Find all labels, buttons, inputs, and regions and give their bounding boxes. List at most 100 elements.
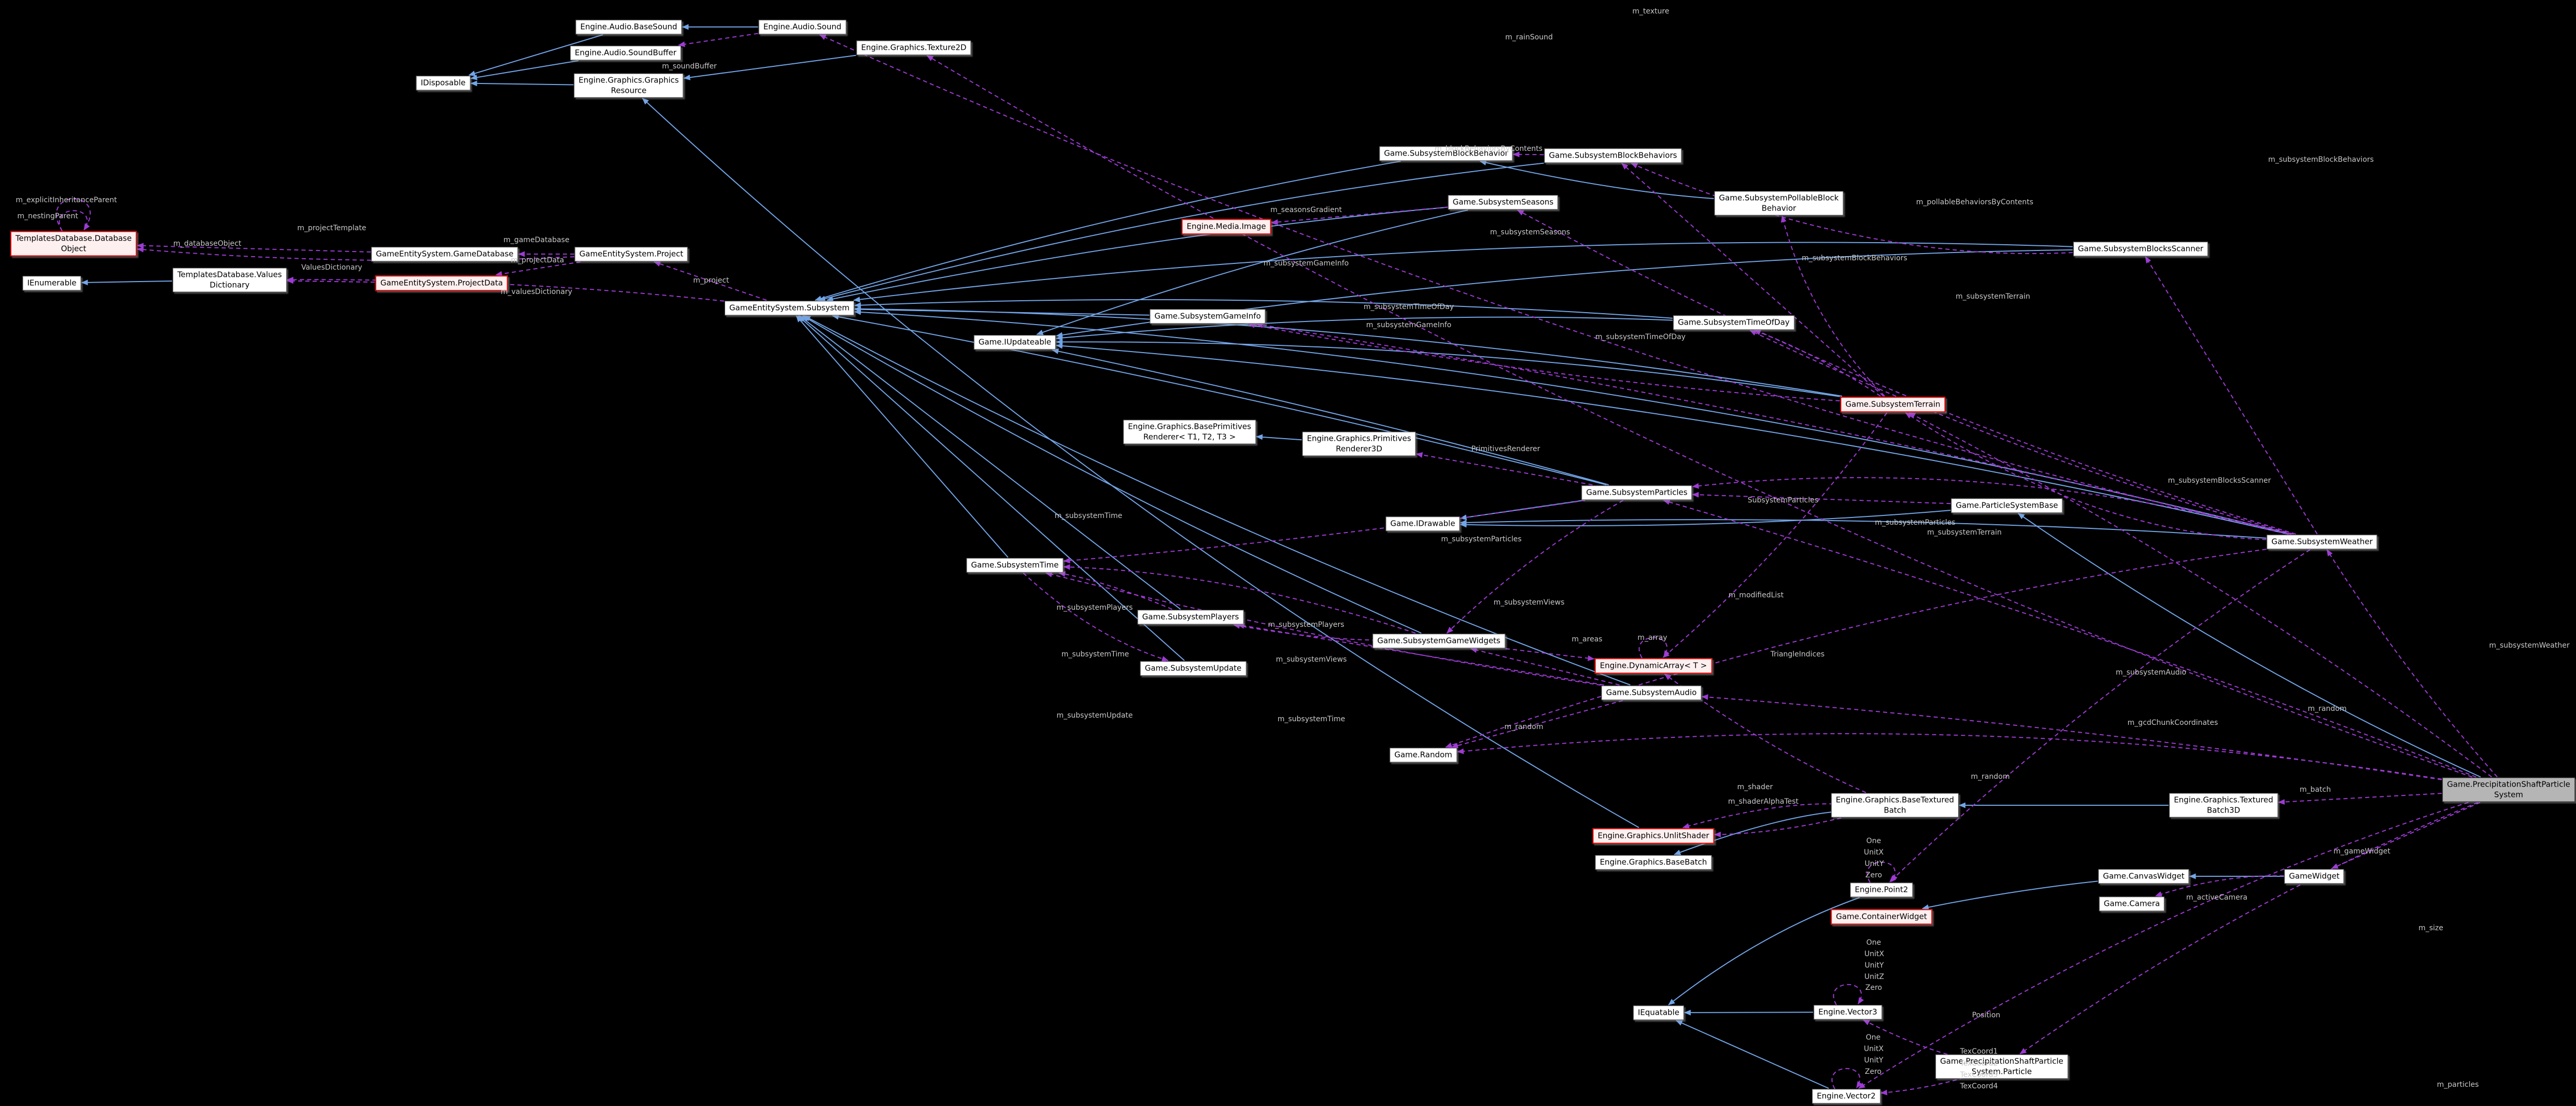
node-graphics-resource[interactable]: Engine.Graphics.Graphics Resource (574, 73, 684, 98)
inherit-edge (1056, 316, 1673, 341)
use-edge (59, 210, 90, 231)
inherit-edge (468, 34, 603, 76)
use-edge (1271, 206, 1448, 225)
use-edge (1889, 549, 2311, 883)
node-media-image[interactable]: Engine.Media.Image (1181, 219, 1271, 234)
inherit-edge (1684, 1010, 1814, 1016)
node-base-sound[interactable]: Engine.Audio.BaseSound (575, 20, 682, 34)
inherit-edge (81, 279, 173, 286)
node-sound[interactable]: Engine.Audio.Sound (758, 20, 846, 34)
node-weather[interactable]: Game.SubsystemWeather (2267, 535, 2377, 549)
use-edge (2145, 256, 2318, 535)
use-edge (1255, 322, 2291, 535)
node-vector3[interactable]: Engine.Vector3 (1814, 1005, 1882, 1019)
node-particles[interactable]: Game.SubsystemParticles (1581, 485, 1692, 500)
node-disposable[interactable]: IDisposable (416, 76, 471, 90)
node-game-database[interactable]: GameEntitySystem.GameDatabase (371, 247, 518, 261)
node-base-prim[interactable]: Engine.Graphics.BasePrimitives Renderer<… (1123, 419, 1256, 444)
use-edge (2278, 793, 2442, 805)
node-terrain[interactable]: Game.SubsystemTerrain (1840, 397, 1946, 412)
node-game-widgets[interactable]: Game.SubsystemGameWidgets (1372, 634, 1505, 648)
node-iequatable[interactable]: IEquatable (1633, 1005, 1685, 1020)
use-edge (495, 261, 581, 277)
inherit-edge (802, 315, 1422, 634)
use-edge (1749, 330, 2294, 535)
inherit-edge (1460, 510, 1951, 528)
node-blocks-scanner[interactable]: Game.SubsystemBlocksScanner (2073, 242, 2208, 256)
inherit-edge (1256, 434, 1302, 441)
inherit-edge (1052, 348, 1609, 485)
node-point2[interactable]: Engine.Point2 (1850, 883, 1913, 897)
inherit-edge (854, 299, 1673, 319)
use-edge (1416, 452, 1593, 485)
node-values-dictionary[interactable]: TemplatesDatabase.Values Dictionary (173, 268, 287, 292)
node-btb[interactable]: Engine.Graphics.BaseTextured Batch (1831, 793, 1959, 818)
use-edge (1831, 1068, 1863, 1089)
node-idrawable[interactable]: Game.IDrawable (1385, 516, 1460, 531)
inherit-edge (832, 314, 1607, 485)
use-edge (1880, 1077, 1964, 1096)
node-container-widget[interactable]: Game.ContainerWidget (1831, 909, 1932, 925)
node-time-of-day[interactable]: Game.SubsystemTimeOfDay (1673, 315, 1794, 330)
node-subsystem[interactable]: GameEntitySystem.Subsystem (725, 301, 854, 315)
node-psb[interactable]: Game.ParticleSystemBase (1951, 498, 2063, 513)
node-prim3d[interactable]: Engine.Graphics.Primitives Renderer3D (1302, 431, 1416, 456)
inherit-edge (470, 80, 574, 87)
use-edge (1470, 647, 1620, 685)
node-players[interactable]: Game.SubsystemPlayers (1137, 610, 1244, 624)
use-edge (1063, 564, 1416, 634)
node-random[interactable]: Game.Random (1390, 748, 1457, 762)
use-edge (1866, 861, 1898, 883)
node-game-widget[interactable]: GameWidget (2284, 869, 2344, 884)
node-base-batch[interactable]: Engine.Graphics.BaseBatch (1595, 855, 1712, 870)
node-time[interactable]: Game.SubsystemTime (966, 558, 1064, 572)
use-edge (1908, 412, 2492, 778)
inherit-edge (1674, 811, 1833, 855)
node-update[interactable]: Game.SubsystemUpdate (1140, 661, 1247, 676)
node-sound-buffer[interactable]: Engine.Audio.SoundBuffer (570, 46, 682, 60)
inherit-edge (1056, 339, 1840, 397)
node-camera[interactable]: Game.Camera (2099, 897, 2165, 911)
inherit-edge (854, 309, 2291, 535)
inherit-edge (1460, 519, 2267, 539)
inherit-edge (1675, 1020, 1829, 1089)
node-dynamic-array[interactable]: Engine.DynamicArray< T > (1594, 658, 1712, 674)
use-edge (1451, 700, 1623, 749)
node-vector2[interactable]: Engine.Vector2 (1812, 1089, 1880, 1103)
use-edge (1682, 803, 1834, 829)
use-edge (1023, 572, 1169, 662)
node-unlit[interactable]: Engine.Graphics.UnlitShader (1592, 828, 1715, 844)
use-edge (2019, 802, 2479, 1055)
node-iupdateable[interactable]: Game.IUpdateable (973, 335, 1056, 349)
node-project[interactable]: GameEntitySystem.Project (574, 247, 688, 261)
use-edge (1692, 477, 2292, 535)
node-game-info[interactable]: Game.SubsystemGameInfo (1150, 309, 1266, 324)
node-particle[interactable]: Game.PrecipitationShaftParticle System.P… (1935, 1054, 2068, 1079)
use-edge (1862, 1019, 1962, 1059)
use-edge (137, 243, 371, 253)
use-edge (1621, 163, 1884, 397)
node-project-data[interactable]: GameEntitySystem.ProjectData (375, 275, 508, 291)
node-canvas-widget[interactable]: Game.CanvasWidget (2098, 869, 2189, 884)
node-block-behaviors[interactable]: Game.SubsystemBlockBehaviors (1544, 148, 1682, 163)
node-pollable[interactable]: Game.SubsystemPollableBlock Behavior (1714, 191, 1844, 216)
node-seasons[interactable]: Game.SubsystemSeasons (1448, 195, 1559, 209)
use-edge (1631, 163, 2073, 255)
inherit-edge (854, 306, 1843, 397)
use-edge (1638, 637, 1670, 659)
use-edge (2326, 549, 2498, 778)
inherit-edge (683, 54, 856, 80)
node-database-object[interactable]: TemplatesDatabase.Database Object (10, 231, 137, 257)
node-block-behavior[interactable]: Game.SubsystemBlockBehavior (1379, 146, 1513, 161)
node-ienumerable[interactable]: IEnumerable (22, 276, 81, 290)
node-tb3d[interactable]: Engine.Graphics.Textured Batch3D (2169, 793, 2278, 818)
inherit-edge (470, 60, 579, 80)
node-main[interactable]: Game.PrecipitationShaftParticle System (2442, 777, 2575, 802)
node-audio[interactable]: Game.SubsystemAudio (1601, 685, 1702, 700)
use-edge (1662, 412, 1888, 658)
use-edge (1781, 215, 1885, 397)
use-edge (1833, 984, 1864, 1005)
use-edge (1457, 733, 2442, 780)
node-texture2d[interactable]: Engine.Graphics.Texture2D (856, 40, 971, 55)
